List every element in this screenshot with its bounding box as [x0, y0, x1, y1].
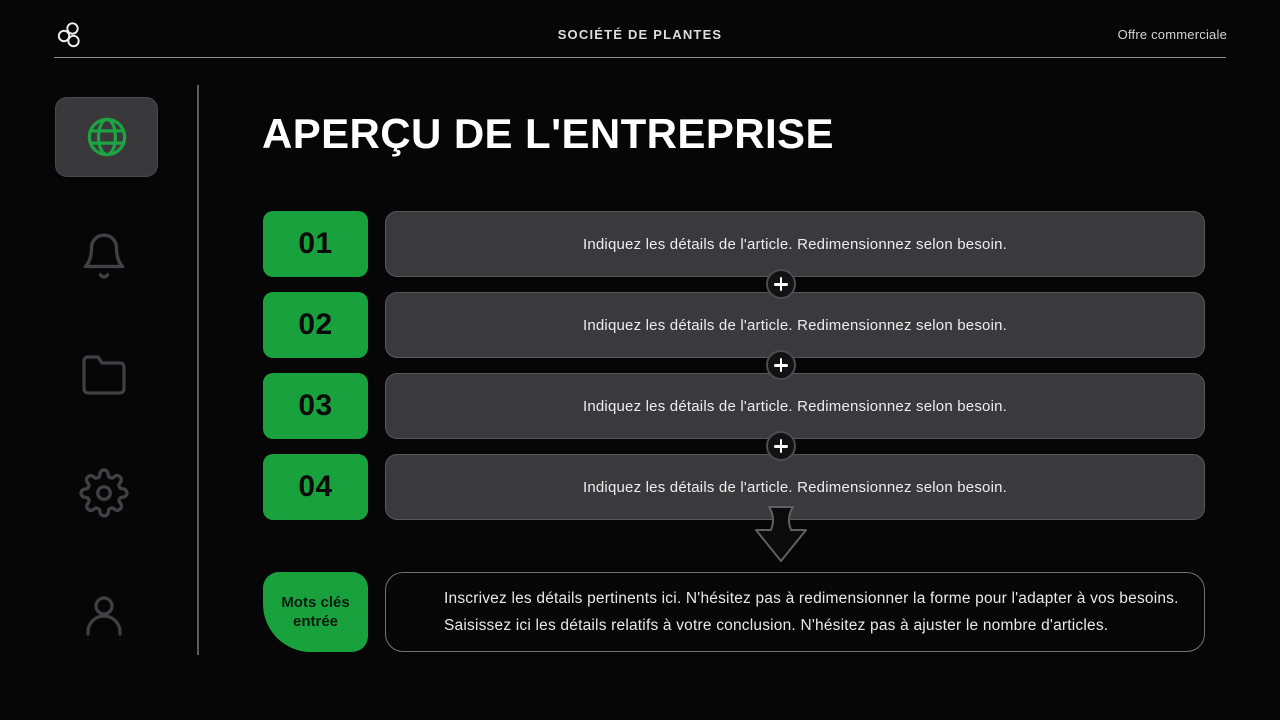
add-item-button[interactable]	[766, 269, 796, 299]
page-title: APERÇU DE L'ENTREPRISE	[262, 110, 834, 157]
step-text-box[interactable]: Indiquez les détails de l'article. Redim…	[385, 373, 1205, 439]
step-number-badge: 03	[263, 373, 368, 439]
add-item-button[interactable]	[766, 350, 796, 380]
company-title: SOCIÉTÉ DE PLANTES	[557, 27, 723, 42]
step-text-box[interactable]: Indiquez les détails de l'article. Redim…	[385, 211, 1205, 277]
down-arrow-icon	[755, 506, 807, 562]
sidebar-item-profile[interactable]	[79, 590, 129, 640]
step-row: 02 Indiquez les détails de l'article. Re…	[0, 292, 1280, 358]
sidebar-item-files[interactable]	[79, 350, 129, 400]
sidebar-divider	[197, 85, 199, 655]
globe-icon	[87, 117, 126, 157]
folder-icon	[82, 355, 126, 395]
conclusion-line: Saisissez ici les détails relatifs à vot…	[444, 617, 1109, 634]
step-number-badge: 02	[263, 292, 368, 358]
add-item-button[interactable]	[766, 431, 796, 461]
bell-icon	[83, 233, 125, 279]
header-divider	[54, 57, 1226, 58]
keywords-badge: Mots clés entrée	[263, 572, 368, 652]
brand-logo-icon[interactable]	[56, 20, 82, 50]
step-number-badge: 01	[263, 211, 368, 277]
sidebar-item-settings[interactable]	[79, 468, 129, 518]
user-icon	[86, 596, 122, 636]
top-bar: SOCIÉTÉ DE PLANTES Offre commerciale	[0, 0, 1280, 58]
gear-icon	[79, 468, 129, 518]
step-text: Indiquez les détails de l'article. Redim…	[582, 397, 1008, 415]
step-text: Indiquez les détails de l'article. Redim…	[582, 235, 1008, 253]
step-text-box[interactable]: Indiquez les détails de l'article. Redim…	[385, 292, 1205, 358]
step-text-box[interactable]: Indiquez les détails de l'article. Redim…	[385, 454, 1205, 520]
sidebar-item-globe[interactable]	[55, 97, 158, 177]
conclusion-text-box[interactable]: Inscrivez les détails pertinents ici. N'…	[385, 572, 1205, 652]
keywords-badge-label: Mots clés entrée	[281, 594, 350, 630]
step-row: 04 Indiquez les détails de l'article. Re…	[0, 454, 1280, 520]
step-row: 01 Indiquez les détails de l'article. Re…	[0, 211, 1280, 277]
commercial-offer-link[interactable]: Offre commerciale	[1117, 27, 1227, 42]
step-number-badge: 04	[263, 454, 368, 520]
conclusion-line: Inscrivez les détails pertinents ici. N'…	[444, 590, 1179, 607]
step-text: Indiquez les détails de l'article. Redim…	[582, 316, 1008, 334]
step-row: 03 Indiquez les détails de l'article. Re…	[0, 373, 1280, 439]
step-text: Indiquez les détails de l'article. Redim…	[582, 478, 1008, 496]
sidebar-item-notifications[interactable]	[79, 231, 129, 281]
